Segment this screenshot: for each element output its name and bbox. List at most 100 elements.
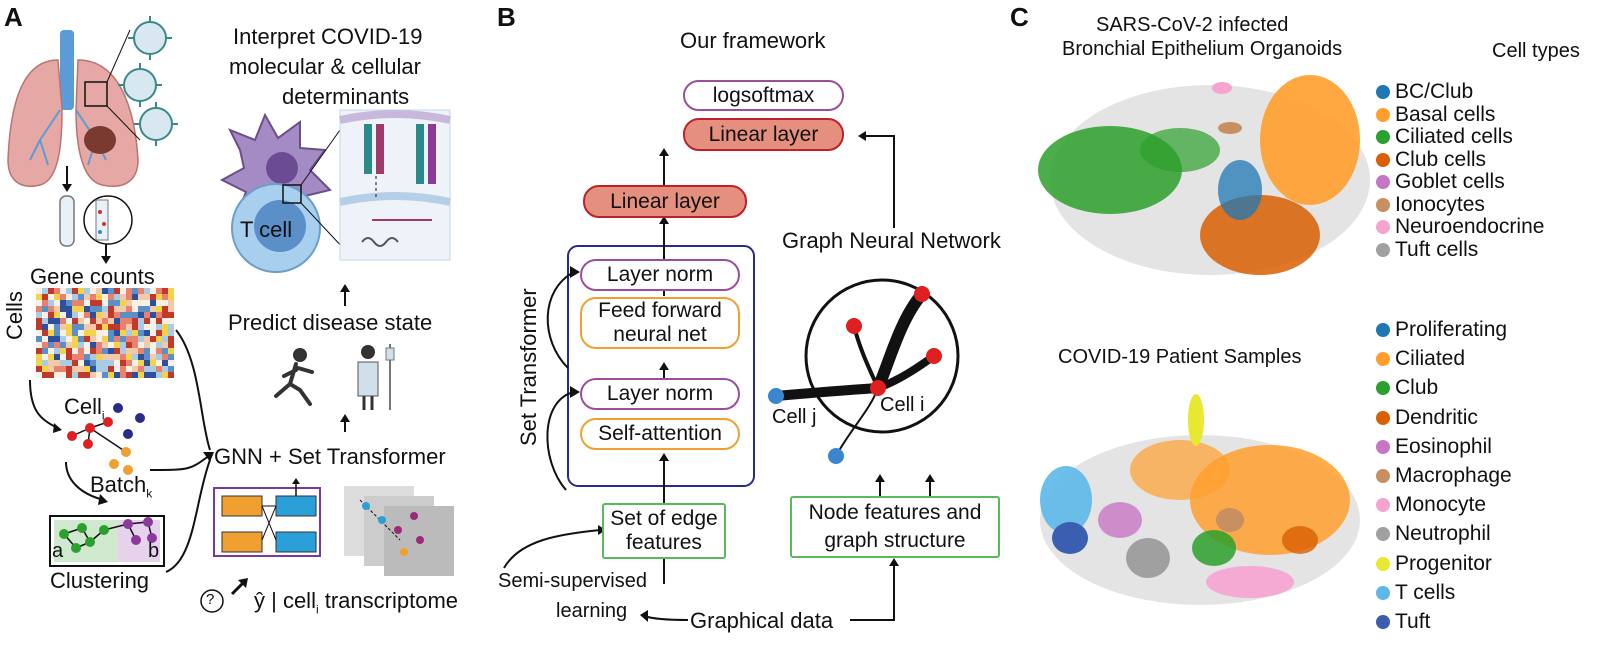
heatmap-cell	[36, 294, 42, 300]
cluster-a-label: a	[52, 540, 64, 562]
heatmap-cell	[150, 330, 156, 336]
heatmap-cell	[60, 324, 66, 330]
heatmap-cell	[66, 342, 72, 348]
heatmap-cell	[108, 336, 114, 342]
heatmap-cell	[84, 366, 90, 372]
heatmap-cell	[108, 294, 114, 300]
heatmap-cell	[156, 306, 162, 312]
heatmap-cell	[126, 306, 132, 312]
edge-features-line-1: Set of edge	[610, 507, 718, 530]
heatmap-cell	[138, 372, 144, 378]
heatmap-cell	[78, 312, 84, 318]
heatmap-cell	[60, 330, 66, 336]
heatmap-cell	[84, 312, 90, 318]
heatmap-cell	[48, 336, 54, 342]
heatmap-cell	[72, 330, 78, 336]
heatmap-cell	[36, 336, 42, 342]
heatmap-cell	[150, 318, 156, 324]
heatmap-cell	[42, 348, 48, 354]
heatmap-cell	[102, 318, 108, 324]
heatmap-cell	[96, 330, 102, 336]
top-legend-swatch	[1376, 130, 1390, 144]
heatmap-cell	[84, 300, 90, 306]
heatmap-cell	[126, 288, 132, 294]
heatmap-cell	[126, 360, 132, 366]
bottom-legend-swatch	[1376, 352, 1390, 367]
heatmap-cell	[66, 336, 72, 342]
question-mark: ?	[206, 591, 215, 608]
heatmap-cell	[60, 318, 66, 324]
cell-graph	[67, 403, 145, 475]
heatmap-cell	[132, 366, 138, 372]
heatmap-cell	[72, 342, 78, 348]
bottom-legend-item: T cells	[1376, 581, 1455, 605]
top-legend-swatch	[1376, 152, 1390, 167]
heatmap-cell	[150, 324, 156, 330]
heatmap-cell	[108, 318, 114, 324]
heatmap-cell	[36, 312, 42, 318]
heatmap-cell	[132, 324, 138, 330]
heatmap-cell	[36, 366, 42, 372]
heatmap-cell	[60, 360, 66, 366]
heatmap-cell	[102, 366, 108, 372]
heatmap-cell	[90, 324, 96, 330]
heatmap-cell	[90, 288, 96, 294]
heatmap-cell	[42, 360, 48, 366]
heatmap-cell	[120, 366, 126, 372]
heatmap-cell	[72, 288, 78, 294]
top-legend-item: Neuroendocrine	[1376, 215, 1544, 239]
heatmap-cell	[60, 342, 66, 348]
heatmap-cell	[78, 366, 84, 372]
heatmap-cell	[168, 330, 174, 336]
heatmap-cell	[60, 300, 66, 306]
heatmap-cell	[162, 294, 168, 300]
heatmap-cell	[42, 330, 48, 336]
heatmap-cell	[114, 312, 120, 318]
patient-icon	[357, 344, 395, 410]
heatmap-cell	[150, 306, 156, 312]
cell-i-label: Celli	[64, 394, 105, 422]
heatmap-cell	[78, 324, 84, 330]
heatmap-cell	[60, 336, 66, 342]
heatmap-cell	[54, 348, 60, 354]
heatmap-cell	[156, 354, 162, 360]
heatmap-cell	[162, 312, 168, 318]
heatmap-cell	[96, 294, 102, 300]
heatmap-cell	[96, 288, 102, 294]
heatmap-cell	[132, 318, 138, 324]
heatmap-cell	[132, 330, 138, 336]
heatmap-cell	[60, 294, 66, 300]
top-legend-swatch	[1376, 220, 1390, 234]
heatmap-cell	[48, 306, 54, 312]
bottom-legend-swatch	[1376, 615, 1390, 629]
heatmap-cell	[54, 318, 60, 324]
heatmap-cell	[120, 372, 126, 378]
bottom-legend-swatch	[1376, 410, 1390, 425]
heatmap-cell	[126, 330, 132, 336]
heatmap-cell	[138, 354, 144, 360]
heatmap-cell	[162, 288, 168, 294]
bottom-legend-swatch	[1376, 469, 1390, 483]
heatmap-cell	[156, 348, 162, 354]
heatmap-cell	[126, 312, 132, 318]
heatmap-cell	[150, 300, 156, 306]
heatmap-cell	[48, 348, 54, 354]
heatmap-cell	[162, 330, 168, 336]
heatmap-cell	[78, 330, 84, 336]
heatmap-cell	[114, 348, 120, 354]
heatmap-cell	[138, 366, 144, 372]
heatmap-cell	[132, 336, 138, 342]
heatmap-cell	[144, 330, 150, 336]
cell-types-title: Cell types	[1492, 40, 1580, 62]
heatmap-cell	[114, 306, 120, 312]
heatmap-cell	[108, 324, 114, 330]
heatmap-cell	[114, 300, 120, 306]
heatmap-cell	[156, 312, 162, 318]
top-legend-item: Goblet cells	[1376, 170, 1505, 194]
heatmap-cell	[168, 348, 174, 354]
heatmap-cell	[42, 354, 48, 360]
heatmap-cell	[90, 330, 96, 336]
heatmap-cell	[54, 372, 60, 378]
bottom-legend-swatch	[1376, 585, 1390, 600]
